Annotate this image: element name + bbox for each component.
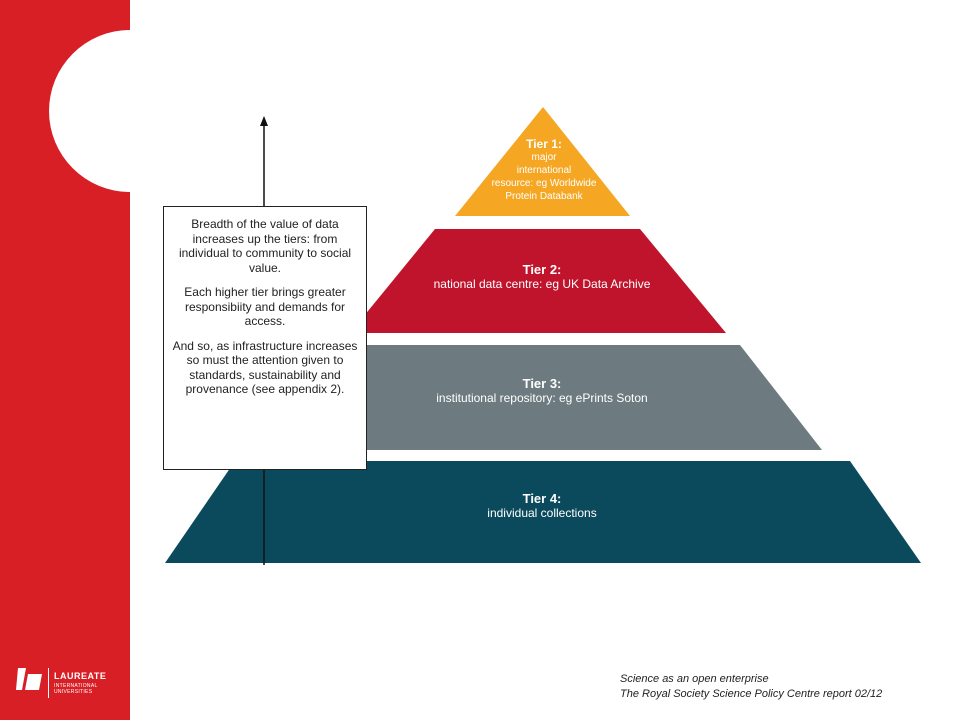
red-sidebar — [0, 0, 130, 720]
tier2-desc: national data centre: eg UK Data Archive — [433, 277, 651, 291]
sidebar-cutout — [49, 30, 130, 192]
tier1-title: Tier 1: — [526, 137, 562, 151]
source-citation: Science as an open enterprise The Royal … — [620, 672, 882, 702]
tier4-label: Tier 4: individual collections — [380, 491, 704, 521]
citation-title: Science as an open enterprise — [620, 673, 769, 685]
citation-report: The Royal Society Science Policy Centre … — [620, 688, 883, 700]
tier2-band — [350, 229, 726, 333]
tier1-triangle — [455, 107, 630, 216]
callout-paragraph: Breadth of the value of data increases u… — [178, 217, 352, 275]
callout-paragraph: Each higher tier brings greater responsi… — [184, 285, 346, 328]
laureate-emblem-icon — [16, 668, 42, 690]
tier2-label: Tier 2: national data centre: eg UK Data… — [380, 262, 704, 292]
value-explanation-box: Breadth of the value of data increases u… — [163, 206, 367, 470]
tier1-desc-line: international — [516, 165, 572, 176]
callout-paragraph: And so, as infrastructure increases so m… — [172, 338, 358, 397]
value-axis-arrowhead — [260, 116, 268, 126]
tier4-desc: individual collections — [487, 506, 597, 520]
tier1-desc-line: major — [531, 152, 557, 163]
tier3-title: Tier 3: — [522, 376, 562, 391]
tier1-desc-line: Protein Databank — [505, 191, 583, 202]
tier3-label: Tier 3: institutional repository: eg ePr… — [380, 376, 704, 406]
tier2-title: Tier 2: — [522, 262, 562, 277]
tier3-band — [240, 345, 822, 450]
logo-name: LAUREATE — [54, 671, 107, 681]
tier3-desc: institutional repository: eg ePrints Sot… — [436, 391, 648, 405]
tier1-desc-line: resource: eg Worldwide — [491, 178, 597, 189]
tier4-band — [165, 461, 921, 563]
tier4-title: Tier 4: — [522, 491, 562, 506]
tier1-label: Tier 1: major international resource: eg… — [470, 137, 618, 203]
